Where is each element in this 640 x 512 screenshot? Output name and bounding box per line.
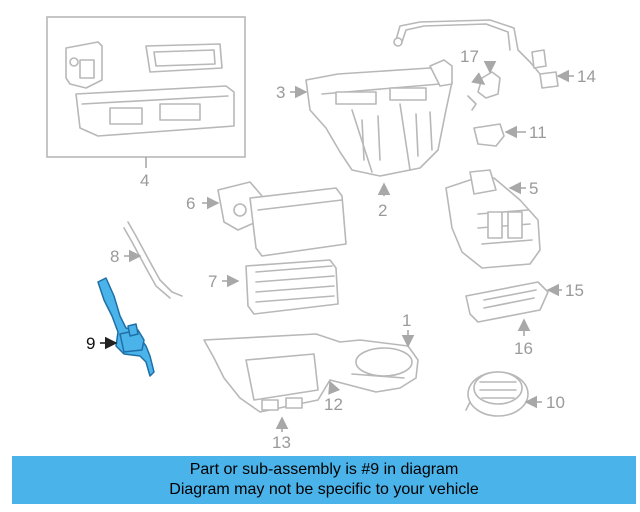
callout-9: 9 xyxy=(86,334,95,353)
callout-13: 13 xyxy=(272,433,291,452)
part-8-hose xyxy=(123,221,183,299)
callout-2: 2 xyxy=(378,201,387,220)
part-11-actuator xyxy=(473,123,505,147)
callout-6: 6 xyxy=(186,194,195,213)
banner-line-2: Diagram may not be specific to your vehi… xyxy=(169,481,479,498)
part-1-12-13-lower-case xyxy=(203,333,419,413)
callout-17: 17 xyxy=(460,47,479,66)
banner-line-1: Part or sub-assembly is #9 in diagram xyxy=(189,461,459,478)
callout-leaders xyxy=(100,60,574,432)
callout-10: 10 xyxy=(546,393,565,412)
callout-4: 4 xyxy=(140,171,149,190)
callout-5: 5 xyxy=(529,179,538,198)
callout-14: 14 xyxy=(577,67,596,86)
part-15-16-filter xyxy=(465,281,549,323)
part-5-housing xyxy=(445,169,541,269)
callout-12: 12 xyxy=(324,395,343,414)
part-7-evaporator xyxy=(245,259,339,315)
callout-labels: 4 3 17 14 11 5 6 2 8 7 15 1 16 9 12 10 1… xyxy=(86,47,596,452)
callout-1: 1 xyxy=(402,311,411,330)
part-10-blower xyxy=(465,371,529,417)
callout-15: 15 xyxy=(565,281,584,300)
callout-8: 8 xyxy=(110,247,119,266)
part-6-heater-core xyxy=(217,181,347,257)
part-2-3-hvac-case xyxy=(305,59,453,177)
callout-7: 7 xyxy=(208,272,217,291)
callout-11: 11 xyxy=(529,123,547,142)
callout-3: 3 xyxy=(276,83,285,102)
part-9-duct-highlighted xyxy=(97,277,155,377)
parts-diagram: 4 3 17 14 11 5 6 2 8 7 15 1 16 9 12 10 1… xyxy=(46,16,596,452)
callout-16: 16 xyxy=(514,339,533,358)
info-banner: Part or sub-assembly is #9 in diagram Di… xyxy=(12,456,636,504)
part-4-control-panel-kit xyxy=(46,16,246,168)
